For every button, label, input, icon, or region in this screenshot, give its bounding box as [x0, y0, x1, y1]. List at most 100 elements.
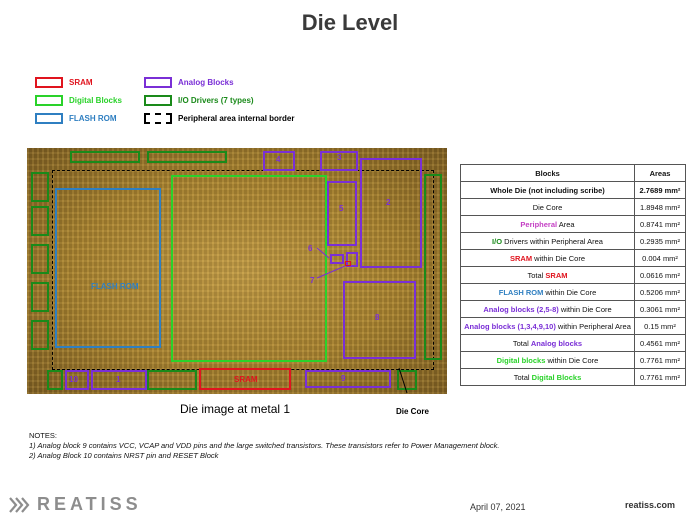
legend-swatch: [35, 113, 63, 124]
area-unit: mm²: [664, 185, 681, 195]
table-row: Whole Die (not including scribe)2.7689 m…: [460, 181, 686, 199]
area-unit: mm²: [665, 355, 681, 365]
area-value-cell: 0.7761 mm²: [634, 351, 686, 369]
flash-rom-block: [55, 188, 161, 348]
legend-swatch: [144, 95, 172, 106]
area-value-cell: 0.004 mm²: [634, 249, 686, 267]
block-name-cell: Analog blocks (2,5-8) within Die Core: [460, 300, 635, 318]
area-value: 0.3061: [639, 304, 663, 314]
area-unit: mm²: [665, 219, 681, 229]
areas-table: Blocks Areas Whole Die (not including sc…: [460, 164, 686, 386]
area-value-cell: 0.3061 mm²: [634, 300, 686, 318]
io-driver: [70, 151, 140, 163]
analog-block-2: [360, 158, 422, 268]
block-name-highlight: I/O: [492, 236, 503, 246]
area-value-cell: 0.8741 mm²: [634, 215, 686, 233]
block-name-suffix: within Die Core: [545, 355, 599, 365]
analog-block-6: [330, 254, 344, 264]
block-name-suffix: within Die Core: [532, 253, 586, 263]
block-name-cell: Total Analog blocks: [460, 334, 635, 352]
legend-swatch: [35, 95, 63, 106]
legend-item-io: I/O Drivers (7 types): [144, 95, 254, 106]
area-value-cell: 0.15 mm²: [634, 317, 686, 335]
block-name-suffix: Die Core: [532, 202, 563, 212]
area-value: 0.8741: [639, 219, 663, 229]
area-value-cell: 1.8948 mm²: [634, 198, 686, 216]
sram-block: [199, 368, 291, 390]
table-row: Digital blocks within Die Core 0.7761 mm²: [460, 351, 686, 369]
block-name-cell: I/O Drivers within Peripheral Area: [460, 232, 635, 250]
legend-label: Digital Blocks: [69, 96, 122, 105]
flash-rom-label: FLASH ROM: [91, 282, 139, 291]
area-value-cell: 0.7761 mm²: [634, 368, 686, 386]
block-name-highlight: Analog blocks: [530, 338, 583, 348]
area-value: 0.004: [642, 253, 661, 263]
legend-swatch: [144, 113, 172, 124]
block-name-highlight: Analog blocks (2,5-8): [483, 304, 559, 314]
legend-item-border: Peripheral area internal border: [144, 113, 295, 124]
block-name-suffix: within Die Core: [558, 304, 612, 314]
block-name-cell: Peripheral Area: [460, 215, 635, 233]
table-header-cell: Areas: [634, 164, 686, 182]
table-row: Analog blocks (1,3,4,9,10) within Periph…: [460, 317, 686, 335]
footer-site: reatiss.com: [625, 500, 676, 510]
legend-item-analog: Analog Blocks: [144, 77, 234, 88]
legend-item-flash: FLASH ROM: [35, 113, 117, 124]
area-unit: mm²: [665, 236, 681, 246]
area-value: 0.2935: [639, 236, 663, 246]
arrow-7: [316, 265, 346, 279]
block-name-cell: Analog blocks (1,3,4,9,10) within Periph…: [460, 317, 635, 335]
legend-item-digital: Digital Blocks: [35, 95, 122, 106]
area-value-cell: 0.4561 mm²: [634, 334, 686, 352]
sram-block-small: [345, 261, 351, 266]
analog-block-label: 3: [337, 153, 342, 162]
analog-block-label: 1: [116, 375, 121, 384]
block-name-cell: Total Digital Blocks: [460, 368, 635, 386]
legend-swatch: [144, 77, 172, 88]
block-name-cell: SRAM within Die Core: [460, 249, 635, 267]
block-name-suffix: within Peripheral Area: [555, 321, 631, 331]
io-driver: [397, 370, 417, 390]
die-image: FLASH ROM 4 3 2 5 6 7 8 1 10 9 SRAM: [27, 148, 447, 394]
block-name-cell: Total SRAM: [460, 266, 635, 284]
arrows-overlay: [316, 247, 408, 394]
block-name-highlight: Peripheral: [520, 219, 558, 229]
arrow-6: [316, 247, 330, 259]
io-driver: [31, 206, 49, 236]
analog-block-9: [305, 370, 391, 388]
note-line: 1) Analog block 9 contains VCC, VCAP and…: [29, 441, 500, 450]
io-driver: [147, 151, 227, 163]
area-unit: mm²: [665, 202, 681, 212]
brand-logo: REATISS: [9, 494, 142, 515]
block-name-cell: Whole Die (not including scribe): [460, 181, 635, 199]
analog-block-label: 6: [308, 244, 313, 253]
legend-swatch: [35, 77, 63, 88]
arrow-die-core: [398, 367, 408, 394]
block-name-prefix: Total: [513, 372, 532, 382]
block-name-highlight: Digital blocks: [496, 355, 546, 365]
legend-label: FLASH ROM: [69, 114, 117, 123]
analog-block-label: 2: [386, 198, 391, 207]
analog-block-5: [327, 181, 357, 246]
block-name-highlight: SRAM: [509, 253, 533, 263]
block-name-suffix: Area: [557, 219, 575, 229]
table-body: Whole Die (not including scribe)2.7689 m…: [460, 181, 686, 386]
die-core-label: Die Core: [396, 407, 429, 416]
analog-block-3: [320, 151, 358, 171]
analog-block-label: 7: [310, 276, 315, 285]
analog-block-1: [91, 370, 147, 390]
legend-label: Analog Blocks: [178, 78, 234, 87]
footer-date: April 07, 2021: [470, 502, 526, 512]
io-driver: [31, 172, 49, 202]
block-name-highlight: FLASH ROM: [498, 287, 544, 297]
block-name-cell: FLASH ROM within Die Core: [460, 283, 635, 301]
io-driver: [31, 244, 49, 274]
legend-label: Peripheral area internal border: [178, 114, 295, 123]
block-name-highlight: Analog blocks (1,3,4,9,10): [464, 321, 556, 331]
table-row: Die Core 1.8948 mm²: [460, 198, 686, 216]
legend-item-sram: SRAM: [35, 77, 93, 88]
block-name-prefix: Total: [527, 270, 546, 280]
